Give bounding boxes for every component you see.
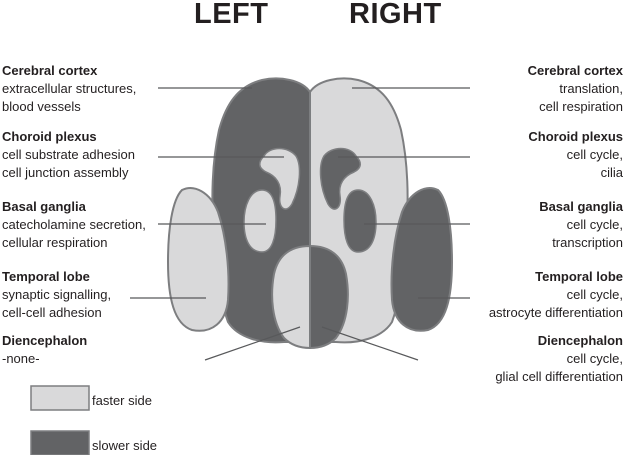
region-name: Choroid plexus	[528, 129, 623, 144]
region-name: Choroid plexus	[2, 129, 97, 144]
region-line: cilia	[600, 165, 623, 180]
label-right-temporal-lobe: Temporal lobe cell cycle, astrocyte diff…	[489, 268, 623, 322]
region-line: cell cycle,	[566, 147, 623, 162]
region-line: synaptic signalling,	[2, 287, 112, 302]
region-line: cell cycle,	[566, 217, 623, 232]
label-left-cerebral-cortex: Cerebral cortex extracellular structures…	[2, 62, 136, 116]
region-line: cell-cell adhesion	[2, 305, 102, 320]
legend-swatch-slower	[30, 430, 90, 455]
region-name: Cerebral cortex	[2, 63, 98, 78]
region-line: glial cell differentiation	[495, 369, 623, 384]
region-name: Basal ganglia	[539, 199, 623, 214]
left-diencephalon	[271, 244, 311, 350]
label-left-diencephalon: Diencephalon -none-	[2, 332, 87, 368]
right-choroid-plexus	[319, 147, 361, 210]
region-line: cell respiration	[539, 99, 623, 114]
label-left-temporal-lobe: Temporal lobe synaptic signalling, cell-…	[2, 268, 111, 322]
left-title: LEFT	[194, 0, 269, 30]
label-right-choroid-plexus: Choroid plexus cell cycle, cilia	[528, 128, 623, 182]
label-right-cerebral-cortex: Cerebral cortex translation, cell respir…	[528, 62, 623, 116]
label-right-diencephalon: Diencephalon cell cycle, glial cell diff…	[495, 332, 623, 386]
region-name: Basal ganglia	[2, 199, 86, 214]
legend-label-faster: faster side	[92, 393, 152, 408]
right-title: RIGHT	[349, 0, 442, 30]
region-name: Temporal lobe	[2, 269, 90, 284]
label-left-choroid-plexus: Choroid plexus cell substrate adhesion c…	[2, 128, 135, 182]
region-line: astrocyte differentiation	[488, 305, 623, 320]
region-line: cell substrate adhesion	[2, 147, 135, 162]
region-line: -none-	[2, 351, 40, 366]
region-line: transcription	[552, 235, 623, 250]
region-line: blood vessels	[2, 99, 81, 114]
region-name: Cerebral cortex	[527, 63, 623, 78]
region-name: Temporal lobe	[535, 269, 623, 284]
right-basal-ganglia	[343, 189, 377, 253]
region-line: cell cycle,	[566, 287, 623, 302]
region-line: cellular respiration	[2, 235, 108, 250]
leader-right-diencephalon	[321, 326, 419, 361]
leader-left-diencephalon	[204, 326, 301, 361]
label-left-basal-ganglia: Basal ganglia catecholamine secretion, c…	[2, 198, 146, 252]
legend-label-slower: slower side	[92, 438, 158, 453]
region-line: extracellular structures,	[2, 81, 137, 96]
region-line: cell junction assembly	[2, 165, 129, 180]
left-basal-ganglia	[243, 189, 277, 253]
region-line: translation,	[559, 81, 623, 96]
left-choroid-plexus	[259, 147, 301, 210]
region-name: Diencephalon	[2, 333, 88, 348]
right-diencephalon	[309, 244, 349, 350]
label-right-basal-ganglia: Basal ganglia cell cycle, transcription	[539, 198, 623, 252]
legend-swatch-faster	[30, 385, 90, 411]
region-line: cell cycle,	[566, 351, 623, 366]
region-line: catecholamine secretion,	[2, 217, 146, 232]
region-name: Diencephalon	[537, 333, 623, 348]
